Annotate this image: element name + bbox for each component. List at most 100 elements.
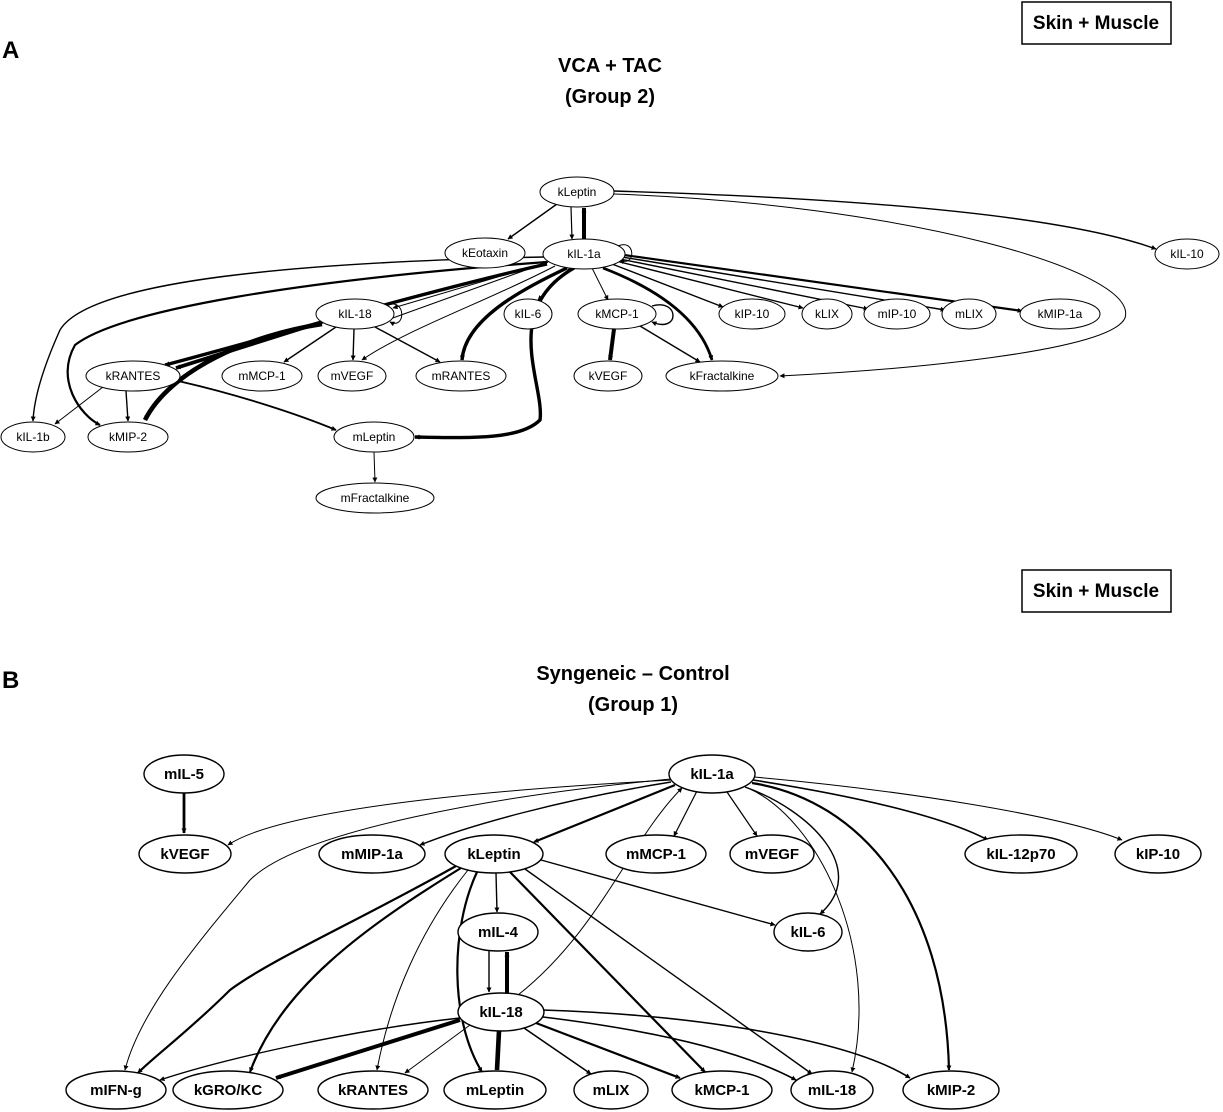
panel-b-edge-kil-18-to-kil-1a [517,787,683,996]
panel-a-edge-krantes-to-mleptin [177,380,337,431]
panel-b-edge-kil-1a-to-kil-6 [744,786,840,915]
panel-a-node-keotaxin: kEotaxin [444,237,526,269]
panel-b-edge-kil-1a-to-kip-10 [753,776,1123,841]
panel-a-edge-kil-1a-to-mvegf [361,265,556,361]
panel-a-node-label: kIL-6 [515,307,542,321]
panel-b-node-label: mIL-5 [164,766,204,783]
panel-b-node-kgro-kc: kGRO/KC [172,1070,284,1110]
panel-b-edge-kil-1a-to-kleptin [533,783,676,844]
panel-a-edge-kmcp-1-to-kvegf [608,328,616,361]
panel-b-edge-kleptin-to-mleptin [456,871,483,1073]
panel-a-edge-kil-1a-to-kip-10 [611,263,724,308]
panel-a-edge-kil-18-to-mmcp-1 [283,326,337,363]
panel-b-node-kip-10: kIP-10 [1114,834,1202,874]
panel-a-tag-text: Skin + Muscle [1033,13,1159,34]
panel-b-node-kil-18: kIL-18 [457,992,545,1032]
panel-a-edge-kil-18-to-kil-18 [387,303,403,327]
panel-b-letter: B [2,667,19,694]
panel-a-node-label: mMCP-1 [238,369,286,383]
panel-b-node-label: kMCP-1 [694,1082,749,1099]
panel-a-node-label: kFractalkine [690,369,755,383]
panel-a-edge-kil-1a-to-kil-6 [537,267,571,301]
panel-a-node-label: kRANTES [106,369,161,383]
panel-a-title: VCA + TAC [558,55,662,77]
panel-b-edge-kleptin-to-kmcp-1 [509,871,706,1073]
panel-a-node-label: mVEGF [331,369,374,383]
panel-b-edge-kil-1a-to-kvegf [227,779,673,846]
panel-a-edge-kil-1a-to-kmcp-1 [591,267,609,301]
panel-a-node-kil-6: kIL-6 [503,298,553,330]
panel-b-node-mil-18: mIL-18 [790,1070,874,1110]
panel-b-edge-kil-18-to-kmcp-1 [535,1021,681,1080]
panel-b: B Syngeneic – Control (Group 1) Skin + M… [2,569,1202,1110]
panel-b-edge-kil-18-to-mifn-g [159,1017,461,1081]
panel-a-node-label: mLIX [955,307,983,321]
panel-b-edge-kil-18-to-krantes [404,1024,471,1074]
panel-a-node-label: kIL-1a [567,247,601,261]
panel-b-node-label: mLIX [593,1082,630,1099]
panel-b-node-kleptin: kLeptin [444,834,544,874]
panel-a-node-kleptin: kLeptin [539,176,615,208]
panel-b-node-label: mVEGF [745,846,799,863]
panel-a-tissue-tag: Skin + Muscle [1021,1,1172,45]
panel-b-node-label: kMIP-2 [927,1082,975,1099]
panel-a-node-label: kIL-18 [338,307,372,321]
panel-b-node-label: kIP-10 [1136,846,1180,863]
panel-a-edge-kil-1a-to-mleptin [414,266,575,440]
panel-a-node-kip-10: kIP-10 [718,298,786,330]
panel-b-node-label: kGRO/KC [194,1082,263,1099]
panel-a-node-kfractalkine: kFractalkine [665,360,779,392]
panel-a-edge-kleptin-to-keotaxin [507,203,558,240]
panel-a-node-label: kEotaxin [462,246,508,260]
panel-b-node-label: kIL-12p70 [986,846,1055,863]
panel-b-subtitle: (Group 1) [588,694,678,716]
panel-b-node-label: mMCP-1 [626,846,686,863]
panel-b-node-kmip-2: kMIP-2 [902,1070,1000,1110]
panel-a-nodes: kLeptin kEotaxin kIL-1a kIL-10 kIL-18 kIL-6 kM… [0,176,1220,514]
panel-a-node-mrantes: mRANTES [415,360,507,392]
panel-a-node-label: kIL-1b [16,430,50,444]
panel-b-edge-kil-1a-to-kil-12p70 [752,779,989,841]
panel-a-node-kil-10: kIL-10 [1154,238,1220,270]
panel-b-edge-kil-1a-to-mvegf [726,791,758,837]
panel-b-edge-kil-1a-to-mil-18 [747,787,860,1073]
panel-a-node-label: mIP-10 [878,307,917,321]
panel-a-edge-kil-1a-to-kil-1b [30,256,545,422]
panel-a-node-mip-10: mIP-10 [863,298,931,330]
panel-a-edge-kil-1a-to-klix [615,260,804,310]
panel-b-edge-kil-1a-to-mifn-g [123,778,672,1071]
panel-a-node-mlix: mLIX [941,298,997,330]
panel-a-edge-kleptin-to-kfractalkine [613,193,1127,379]
panel-b-node-mleptin: mLeptin [443,1070,547,1110]
panel-b-node-krantes: kRANTES [317,1070,429,1110]
panel-a-edge-krantes-to-kmip-2 [125,390,131,422]
panel-b-edge-kleptin-to-mil-18 [524,868,813,1075]
panel-a-edges [30,190,1157,483]
panel-b-edge-kil-1a-to-kmip-2 [751,781,952,1071]
panel-a-edge-kil-18-to-kmip-2 [142,321,323,422]
panel-b-tissue-tag: Skin + Muscle [1021,569,1172,613]
panel-b-node-mmcp-1: mMCP-1 [605,834,707,874]
panel-a-node-kmip-1a: kMIP-1a [1019,298,1101,330]
panel-b-edge-kleptin-to-mifn-g [137,865,457,1074]
panel-a-edge-mleptin-to-mfractalkine [372,451,378,483]
panel-a-edge-kil-1a-to-kfractalkine [602,266,714,361]
panel-a: A VCA + TAC (Group 2) Skin + Muscle kLep… [0,1,1220,514]
panel-b-node-mlix: mLIX [573,1070,649,1110]
panel-b-node-label: mIFN-g [90,1082,142,1099]
panel-a-node-label: kVEGF [589,369,628,383]
panel-a-edge-kil-1a-to-kmip-2 [66,260,548,426]
panel-a-node-label: kMIP-2 [109,430,147,444]
panel-a-edge-kmcp-1-to-kmcp-1 [651,304,674,327]
panel-b-node-label: kIL-1a [690,766,734,783]
panel-a-node-label: mFractalkine [341,491,410,505]
panel-b-edge-kil-18-to-mlix [523,1027,592,1075]
panel-b-edge-kil-18-to-kgro-kc [275,1018,461,1080]
panel-b-edge-kil-18-to-mleptin [494,1030,502,1071]
panel-a-node-kil-1a: kIL-1a [542,238,626,270]
panel-b-title: Syngeneic – Control [536,663,729,685]
panel-b-edge-kil-18-to-kmip-2 [541,1009,911,1079]
panel-b-node-mil-4: mIL-4 [457,912,539,952]
panel-a-node-krantes: kRANTES [85,360,181,392]
panel-b-node-kmcp-1: kMCP-1 [671,1070,773,1110]
